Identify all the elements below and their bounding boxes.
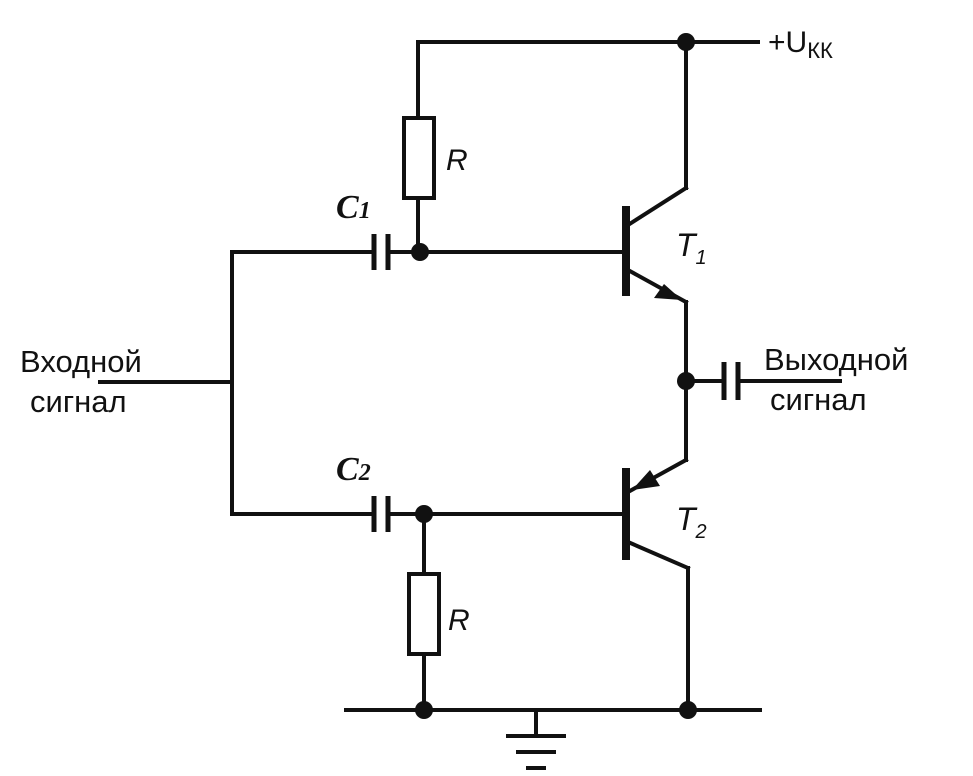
junction-ground-right [679,701,697,719]
transistor-t1-emitter-arrow [654,284,682,300]
output-label-line1: Выходной [764,342,908,377]
resistor-top [402,116,436,200]
input-label-line2: сигнал [30,384,127,419]
capacitor-c2-label: C2 [336,451,371,488]
capacitor-c1-label: C1 [336,189,371,226]
resistor-bottom [407,572,441,656]
resistor-bottom-label: R [448,604,470,637]
transistor-t2-collector [625,539,691,571]
transistor-t1-collector [625,185,689,228]
input-label-line1: Входной [20,344,142,379]
output-label-line2: сигнал [770,382,867,417]
transistor-t2-label: T2 [676,501,707,543]
junction-ground-left [415,701,433,719]
transistor-t1-label: T1 [676,227,707,269]
supply-label: +UКК [768,26,833,63]
transistor-t2-emitter-arrow [632,470,660,490]
resistor-top-label: R [446,144,468,177]
